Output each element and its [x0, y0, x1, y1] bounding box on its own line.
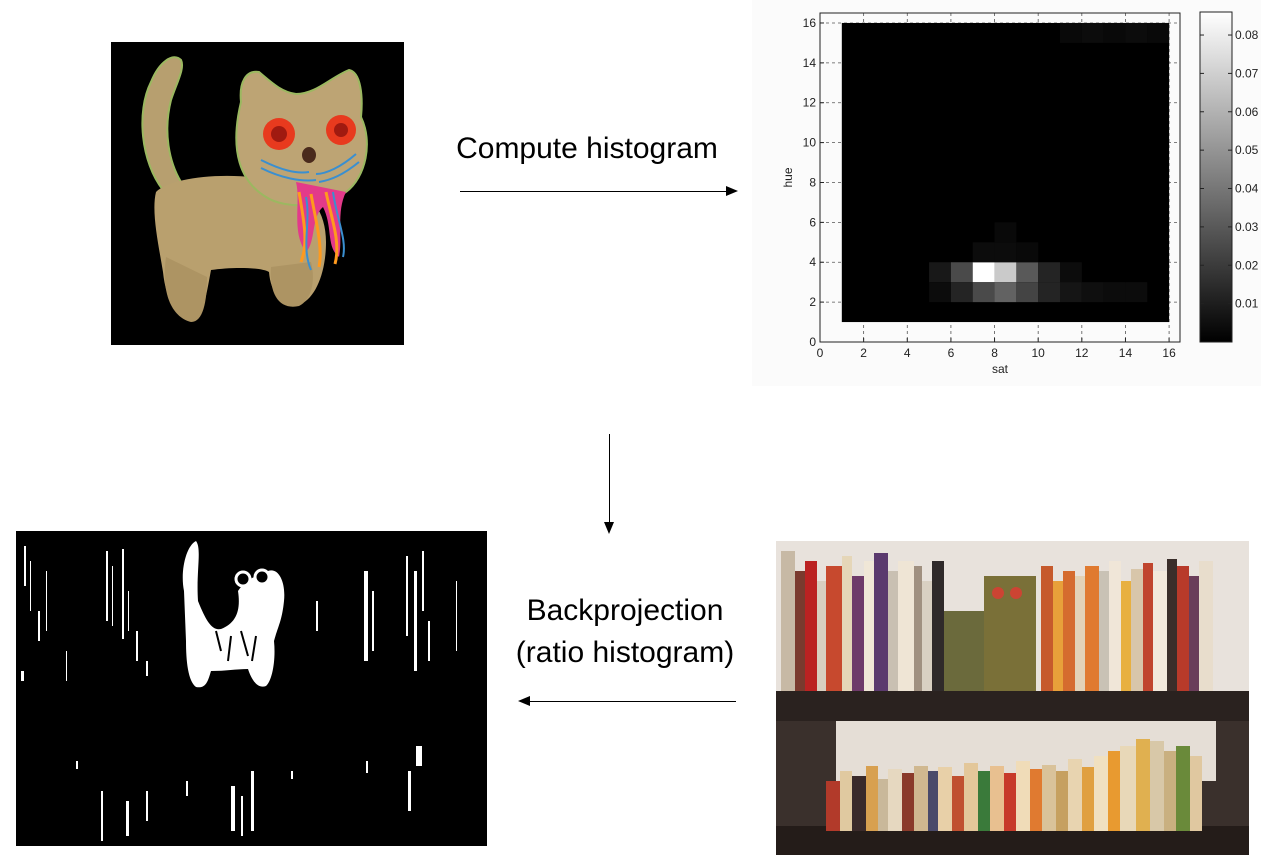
colorbar-tick-label: 0.01	[1235, 297, 1259, 311]
heatmap-cell	[1125, 22, 1148, 43]
heatmap-cell	[1016, 262, 1039, 283]
arrowhead-down-icon	[604, 522, 614, 534]
y-tick-label: 16	[803, 16, 817, 30]
colorbar-tick-label: 0.04	[1235, 182, 1259, 196]
heatmap-cell	[1038, 262, 1060, 283]
heatmap-cell	[1060, 262, 1082, 283]
heatmap-cell	[1103, 282, 1126, 303]
x-axis-label: sat	[992, 362, 1009, 376]
heatmap-cell	[1081, 22, 1104, 43]
heatmap-cell	[1103, 22, 1126, 43]
heatmap-cell	[929, 282, 951, 303]
model-image-panel	[111, 42, 404, 345]
arrowhead-left-icon	[518, 696, 530, 706]
x-tick-label: 4	[904, 346, 911, 360]
backprojection-label: Backprojection (ratio histogram)	[495, 590, 755, 674]
colorbar-tick-label: 0.07	[1235, 66, 1259, 80]
compute-histogram-label: Compute histogram	[456, 132, 718, 165]
scene-image-panel	[776, 541, 1249, 855]
y-tick-label: 12	[803, 96, 817, 110]
bookshelf-image	[776, 541, 1249, 855]
heatmap-cell	[994, 222, 1017, 243]
heatmap-cell	[950, 282, 973, 303]
arrow-down	[604, 434, 614, 534]
heatmap-cell	[994, 282, 1017, 303]
y-tick-label: 2	[809, 295, 816, 309]
x-tick-label: 10	[1032, 346, 1046, 360]
colorbar-tick-label: 0.06	[1235, 105, 1259, 119]
histogram-chart: 0 2 4 6 8 10 12 14 16 0 2 4 6 8 10 12 14 16 sat hue 0.01 0…	[752, 0, 1261, 386]
x-tick-label: 6	[948, 346, 955, 360]
histogram-svg: 0 2 4 6 8 10 12 14 16 0 2 4 6 8 10 12 14 16 sat hue 0.01 0…	[781, 11, 1259, 376]
heatmap-cell	[1060, 282, 1082, 303]
y-tick-label: 8	[809, 175, 816, 189]
arrow-right	[460, 186, 738, 196]
y-tick-label: 6	[809, 215, 816, 229]
heatmap-cell	[972, 282, 995, 303]
y-tick-label: 14	[803, 56, 817, 70]
heatmap-cell	[972, 262, 995, 283]
heatmap-cell	[1125, 282, 1148, 303]
colorbar-tick-label: 0.05	[1235, 143, 1259, 157]
heatmap-cell	[1038, 282, 1060, 303]
y-tick-label: 0	[809, 335, 816, 349]
heatmap-cell	[994, 242, 1017, 263]
y-axis-label: hue	[781, 167, 795, 187]
x-tick-label: 2	[860, 346, 867, 360]
backprojection-label-line2: (ratio histogram)	[515, 636, 735, 669]
colorbar-tick-label: 0.08	[1235, 28, 1259, 42]
heatmap-cell	[1060, 22, 1082, 43]
x-tick-label: 0	[817, 346, 824, 360]
colorbar	[1199, 11, 1233, 343]
y-tick-label: 4	[809, 255, 816, 269]
heatmap-cell	[1081, 282, 1104, 303]
backprojection-image	[16, 531, 487, 846]
backprojection-result-panel	[16, 531, 487, 846]
plot-frame	[819, 12, 1181, 343]
heatmap-cell	[1147, 22, 1170, 43]
heatmap-cell	[929, 262, 951, 283]
colorbar-tick-label: 0.03	[1235, 220, 1259, 234]
x-tick-label: 12	[1075, 346, 1089, 360]
arrowhead-right-icon	[726, 186, 738, 196]
toy-cat-image	[111, 42, 404, 345]
y-tick-label: 10	[803, 136, 817, 150]
x-tick-label: 16	[1162, 346, 1176, 360]
backprojection-label-line1: Backprojection	[526, 594, 724, 627]
colorbar-tick-label: 0.02	[1235, 258, 1259, 272]
heatmap-cell	[1016, 242, 1039, 263]
heatmap-cell	[950, 262, 973, 283]
heatmap-cell	[994, 262, 1017, 283]
heatmap-cell	[1016, 282, 1039, 303]
x-tick-label: 14	[1119, 346, 1133, 360]
arrow-left	[518, 696, 736, 706]
x-tick-label: 8	[991, 346, 998, 360]
heatmap-cell	[972, 242, 995, 263]
